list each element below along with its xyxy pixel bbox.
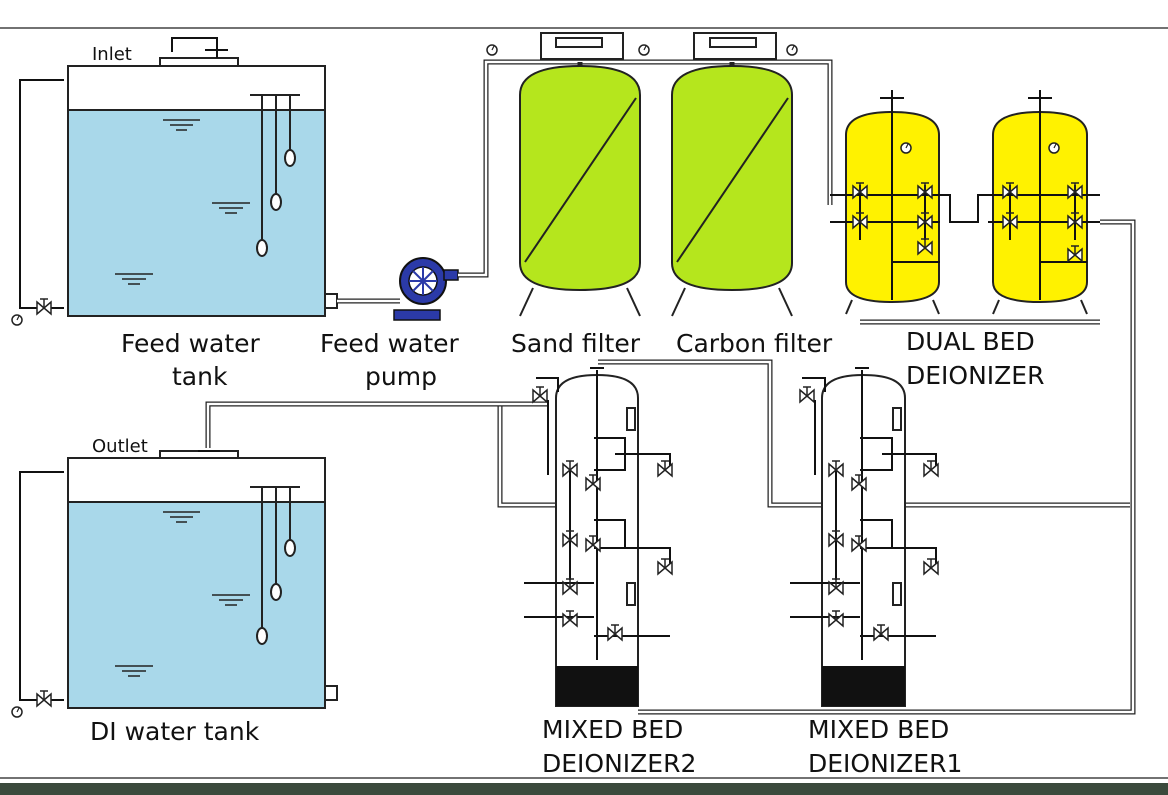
mixed-bed-1-label-1: MIXED BED [808, 715, 949, 744]
mixed-bed-1-resin [822, 666, 905, 706]
outlet-label: Outlet [92, 436, 148, 457]
mixed-bed-deionizer-1 [790, 367, 939, 707]
dual-bed-deionizer [830, 90, 1100, 315]
pump-label-2: pump [365, 362, 437, 391]
feed-tank-label-1: Feed water [121, 329, 261, 358]
mixed-bed-deionizer-2 [524, 367, 673, 707]
pump-label-1: Feed water [320, 329, 460, 358]
di-tank-water [69, 502, 324, 707]
dual-bed-label-2: DEIONIZER [906, 361, 1044, 390]
carbon-filter [671, 32, 793, 317]
feed-tank-label-2: tank [172, 362, 228, 391]
sand-filter-label: Sand filter [511, 329, 641, 358]
sand-filter [519, 32, 641, 317]
di-tank-label: DI water tank [90, 717, 260, 746]
mixed-bed-1-label-2: DEIONIZER1 [808, 749, 962, 778]
mixed-bed-2-label-2: DEIONIZER2 [542, 749, 696, 778]
bottom-strip [0, 783, 1168, 795]
mixed-bed-2-label-1: MIXED BED [542, 715, 683, 744]
feed-tank-water [69, 110, 324, 315]
mixed-bed-2-resin [556, 666, 638, 706]
carbon-filter-label: Carbon filter [676, 329, 833, 358]
feed-water-tank [11, 37, 400, 326]
feed-water-pump [393, 257, 459, 321]
dual-bed-label-1: DUAL BED [906, 327, 1035, 356]
di-water-tank [11, 450, 338, 718]
inlet-label: Inlet [92, 44, 132, 65]
